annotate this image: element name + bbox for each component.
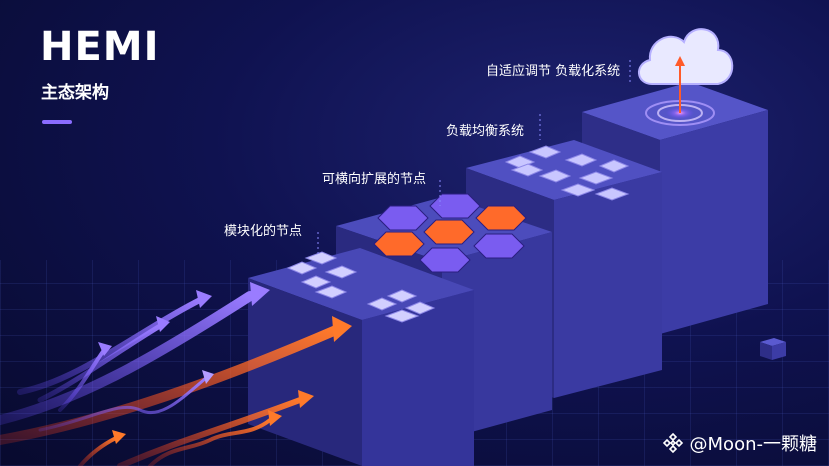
accent-bar xyxy=(42,120,72,124)
watermark: @Moon-一颗糖 xyxy=(662,430,817,456)
growth-arrows xyxy=(0,282,352,466)
modular-node-tiles xyxy=(286,251,436,323)
loadbalancer-tiles xyxy=(504,145,630,201)
watermark-text: @Moon-一颗糖 xyxy=(689,434,817,455)
step-label-adaptive-system: 自适应调节 负载化系统 xyxy=(486,64,621,79)
binance-logo-icon xyxy=(662,432,683,454)
step-label-modular-nodes: 模块化的节点 xyxy=(224,224,303,239)
cloud-icon xyxy=(638,28,734,88)
step-label-load-balancer: 负载均衡系统 xyxy=(446,124,525,139)
scalable-node-hexagons xyxy=(373,193,527,273)
small-cube xyxy=(760,338,786,360)
page-title: HEMI xyxy=(40,24,160,70)
step-label-scalable-nodes: 可横向扩展的节点 xyxy=(322,172,427,187)
page-subtitle: 主态架构 xyxy=(41,83,109,103)
label-connectors xyxy=(317,60,631,256)
